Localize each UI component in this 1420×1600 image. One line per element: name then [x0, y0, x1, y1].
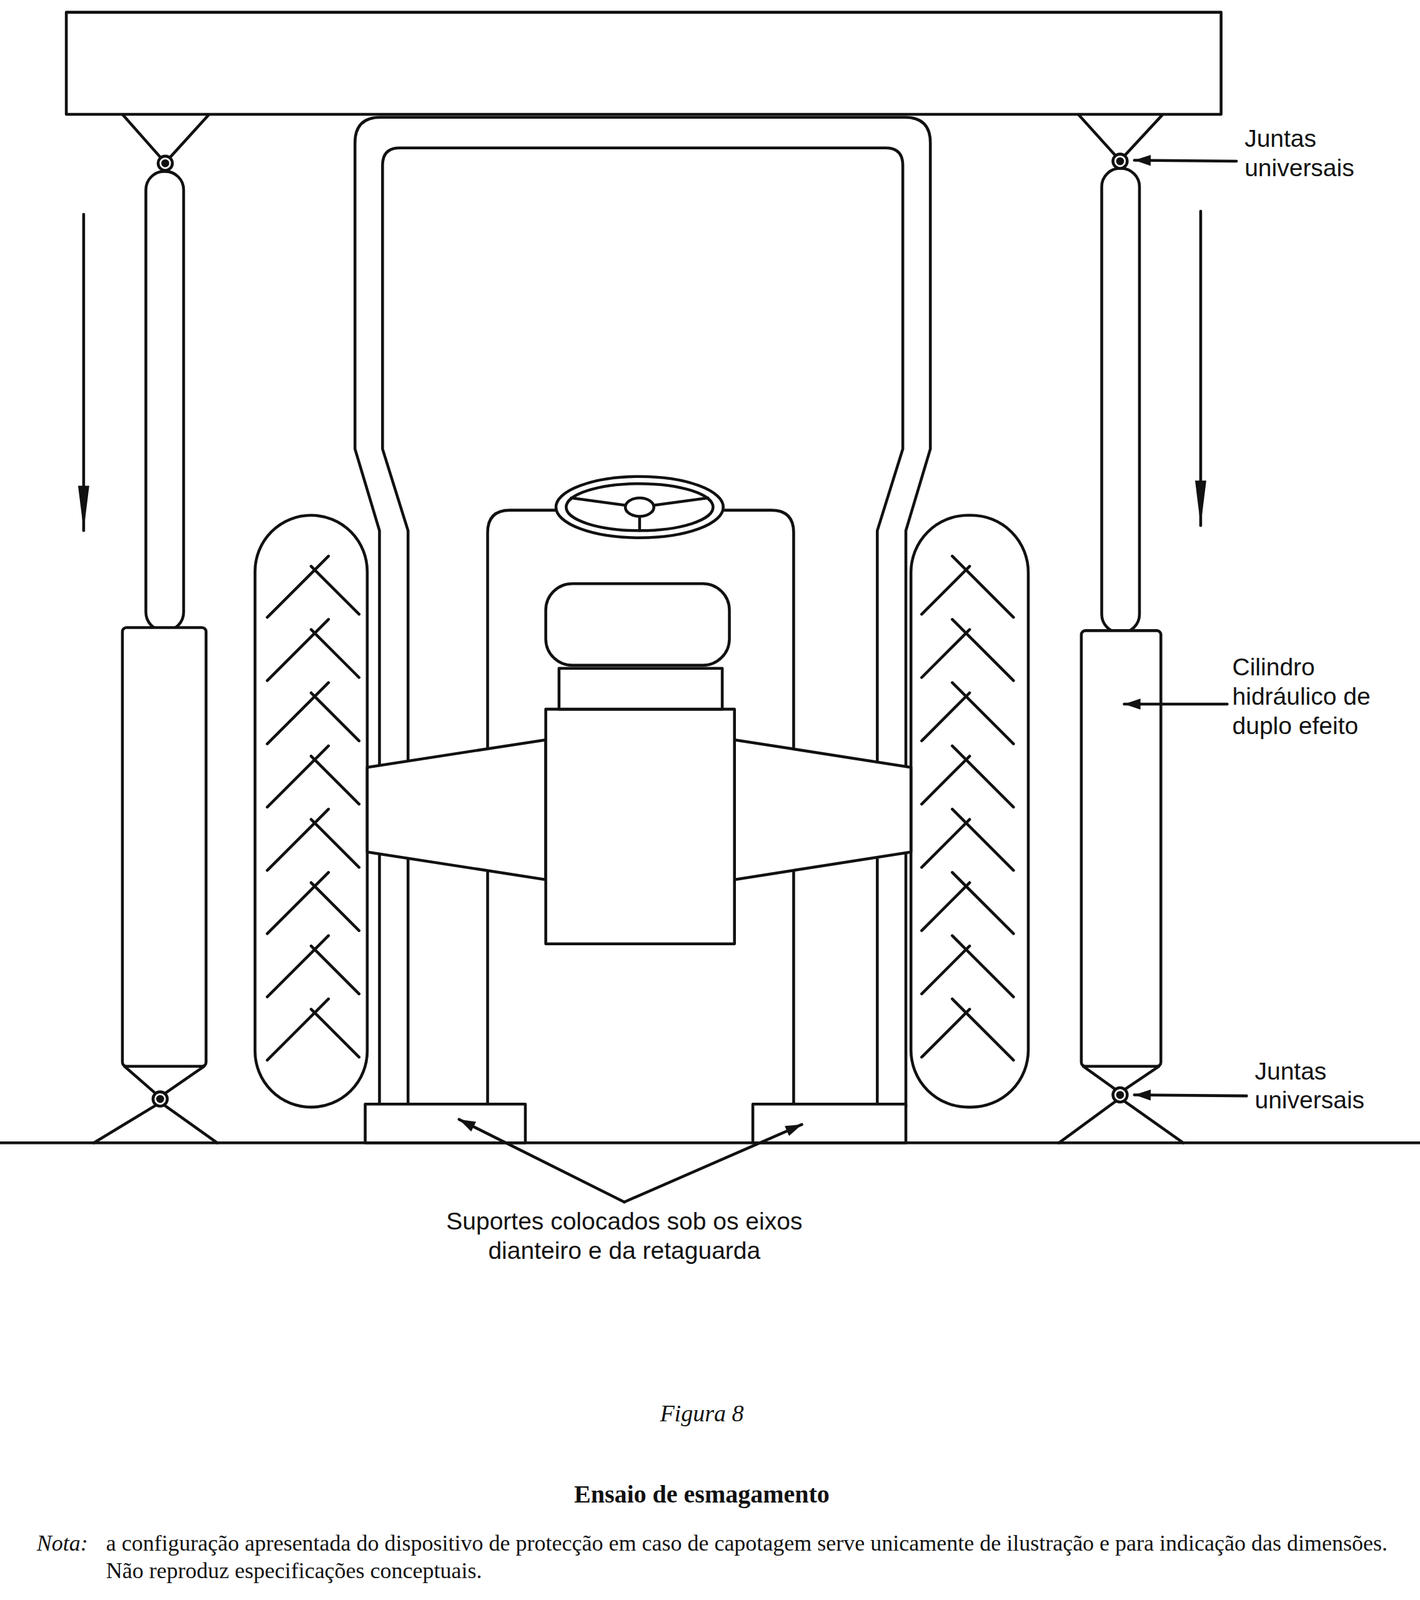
left-axle-housing — [367, 739, 547, 880]
tread-line — [311, 566, 360, 615]
leader-line — [1134, 1095, 1247, 1097]
tread-line — [311, 882, 360, 931]
part-label: Juntas universais — [1244, 124, 1408, 184]
tread-line — [952, 556, 1014, 618]
tread-line — [921, 629, 970, 678]
tread-line — [267, 556, 329, 618]
load-arrow — [82, 214, 86, 531]
seat-post — [559, 668, 723, 710]
leader-line — [1123, 702, 1227, 706]
right-axle-housing — [734, 739, 911, 880]
tread-line — [267, 935, 329, 998]
note-label: Nota: — [36, 1529, 109, 1557]
tread-line — [311, 819, 360, 868]
tread-line — [267, 872, 329, 934]
tread-line — [921, 692, 970, 741]
tread-line — [267, 998, 329, 1061]
tread-line — [267, 619, 329, 681]
note-text: a configuração apresentada do dispositiv… — [106, 1529, 1394, 1584]
differential-housing — [546, 709, 735, 944]
tread-line — [952, 998, 1014, 1061]
axle-support — [365, 1103, 526, 1143]
figure-number: Figura 8 — [549, 1399, 856, 1429]
leader-line — [459, 1119, 625, 1202]
tread-line — [952, 619, 1014, 681]
figure-title: Ensaio de esmagamento — [344, 1479, 1059, 1510]
tread-line — [952, 935, 1014, 998]
left-hydraulic-cylinder — [93, 114, 218, 1143]
tread-line — [311, 692, 360, 741]
tread-line — [311, 629, 360, 678]
left-tyre — [254, 515, 368, 1108]
tread-line — [921, 566, 970, 615]
part-label: Suportes colocados sob os eixos dianteir… — [399, 1206, 849, 1266]
tread-line — [311, 945, 360, 994]
tyre-treads — [267, 556, 1014, 1061]
rops-frame-inner — [382, 148, 903, 1108]
right-tyre — [910, 515, 1029, 1108]
leader-line — [1134, 159, 1237, 162]
tread-line — [952, 745, 1014, 808]
tread-line — [311, 755, 360, 805]
tread-line — [267, 809, 329, 871]
load-arrow — [1199, 211, 1203, 526]
tread-line — [921, 882, 970, 931]
tread-line — [921, 1008, 970, 1058]
steering-wheel — [556, 476, 724, 538]
part-label: Cilindro hidráulico de duplo efeito — [1232, 652, 1409, 741]
ground-line — [0, 1141, 1420, 1145]
tread-line — [921, 945, 970, 994]
tread-line — [921, 755, 970, 805]
tread-line — [921, 819, 970, 868]
seat — [546, 583, 730, 666]
tread-line — [311, 1008, 360, 1058]
loading-beam — [66, 12, 1221, 115]
tread-line — [952, 872, 1014, 934]
part-label: Juntas universais — [1254, 1057, 1408, 1116]
leader-line — [624, 1124, 802, 1202]
tread-line — [267, 682, 329, 745]
tread-line — [267, 745, 329, 808]
rops-frame-outer — [354, 117, 931, 1108]
right-hydraulic-cylinder — [1058, 114, 1184, 1143]
tread-line — [952, 809, 1014, 871]
tread-line — [952, 682, 1014, 745]
